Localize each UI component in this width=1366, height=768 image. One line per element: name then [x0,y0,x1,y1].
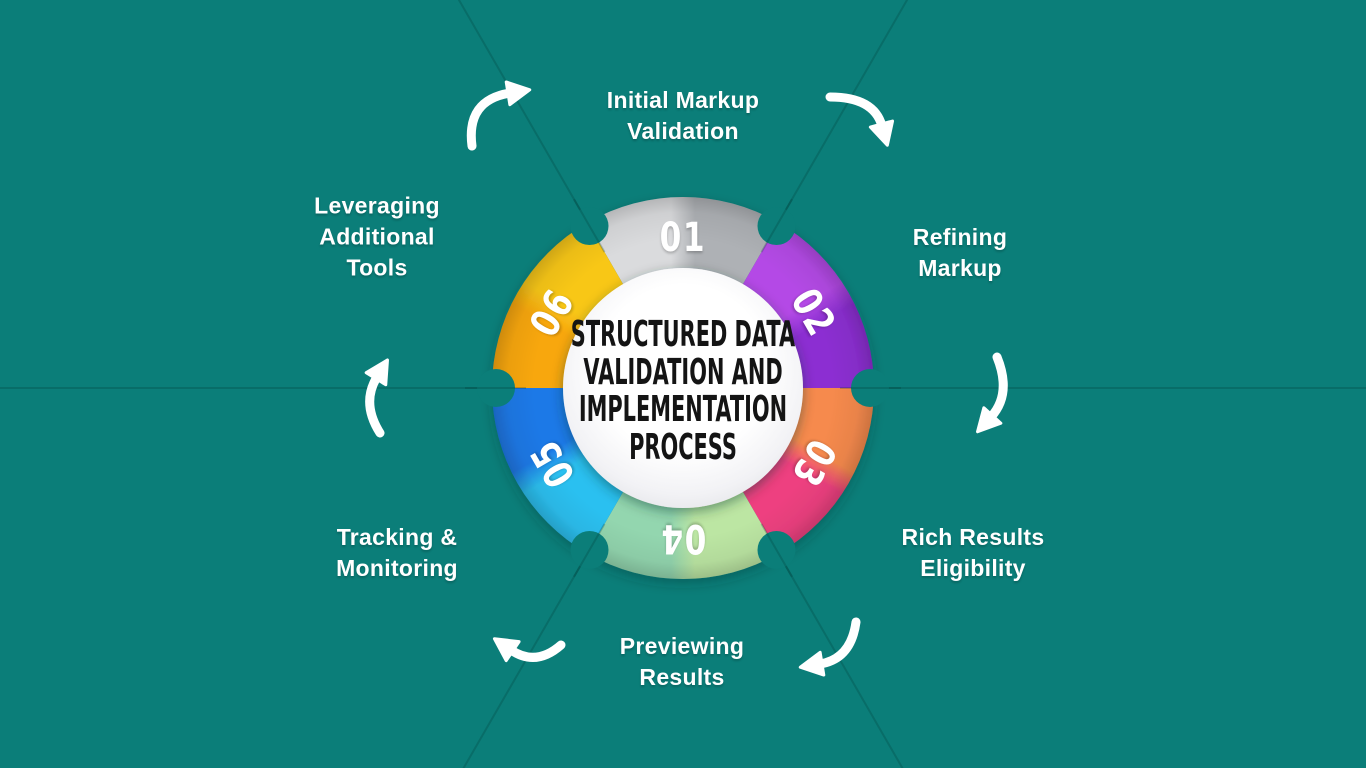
label-line: Rich Results [901,524,1045,550]
step-label-rich-results-eligibility: Rich Results Eligibility [902,522,1045,584]
arrow-tail [825,92,887,131]
background-divider-line [752,508,904,768]
arrow-tail [986,352,1008,422]
arrow-head [504,80,532,107]
arrow-tail [365,372,385,438]
step-label-refining-markup: Refining Markup [913,222,1007,284]
flow-arrow-6-to-1-icon [466,80,532,151]
flow-arrows [364,80,1008,677]
arrow-head [492,637,521,663]
arrow-head [868,119,895,147]
flow-arrow-3-to-4-icon [798,617,861,677]
boundary-notch [757,530,796,569]
center-circle [563,268,803,508]
arrow-head [976,406,1003,434]
flow-arrow-1-to-2-icon [825,92,895,147]
step-label-initial-markup-validation: Initial Markup Validation [607,85,759,147]
label-line: Validation [627,118,739,144]
flow-arrow-4-to-5-icon [492,637,566,663]
step-label-previewing-results: Previewing Results [620,631,744,693]
wheel-segment-rim-shade [587,478,779,579]
step-number-01: 01 [643,214,723,262]
notch-divider-line [760,523,793,578]
notch-divider-lines [465,198,901,578]
label-line: Tracking & [336,524,458,550]
background-divider-line [752,0,909,268]
center-title-line: IMPLEMENTATION [578,389,788,430]
label-line: Additional [319,223,435,250]
step-label-tracking-monitoring: Tracking & Monitoring [336,522,458,584]
step-number-04: 04 [643,514,723,562]
arrow-tail [466,88,515,151]
center-title-line: VALIDATION AND [583,351,783,393]
center-title: STRUCTURED DATA VALIDATION AND IMPLEMENT… [571,316,795,466]
arrow-head [798,650,826,677]
label-line: Tools [346,254,408,281]
label-line: Monitoring [336,555,458,581]
wheel-boundary-notches [477,207,889,569]
arrow-tail [506,640,566,662]
notch-divider-line [760,198,793,253]
background-divider-line [462,508,614,768]
boundary-notch [477,369,515,407]
wheel-segment-rim-shade [735,388,874,554]
label-line: Previewing [619,633,745,659]
label-line: Initial Markup [606,87,760,113]
notch-divider-line [573,523,606,578]
center-title-line: PROCESS [629,426,737,468]
arrow-head [364,358,389,387]
wheel-segment-rim-shade [492,222,631,388]
label-line: Markup [918,255,1002,281]
step-number-text: 01 [659,215,707,261]
label-line: Results [639,664,725,690]
step-number-text: 04 [659,515,707,561]
boundary-notch [570,207,609,246]
wheel-segment-rim-shade [587,196,779,298]
wheel-segment-rim-shade [735,222,874,388]
boundary-notch [851,369,889,407]
wheel-segments [492,196,874,579]
label-line: Refining [912,224,1008,250]
label-line: Leveraging [314,192,440,219]
boundary-notch [757,207,796,246]
background-divider-line [457,0,614,268]
wheel-segment-rim-shade [492,388,631,554]
flow-arrow-2-to-3-icon [976,352,1008,434]
boundary-notch [570,530,609,569]
flow-arrow-5-to-6-icon [364,358,389,438]
label-line: Eligibility [920,555,1026,581]
step-label-leveraging-additional-tools: Leveraging Additional Tools [314,191,440,284]
center-title-line: STRUCTURED DATA [570,314,796,355]
arrow-tail [815,617,861,669]
notch-divider-line [573,198,606,253]
